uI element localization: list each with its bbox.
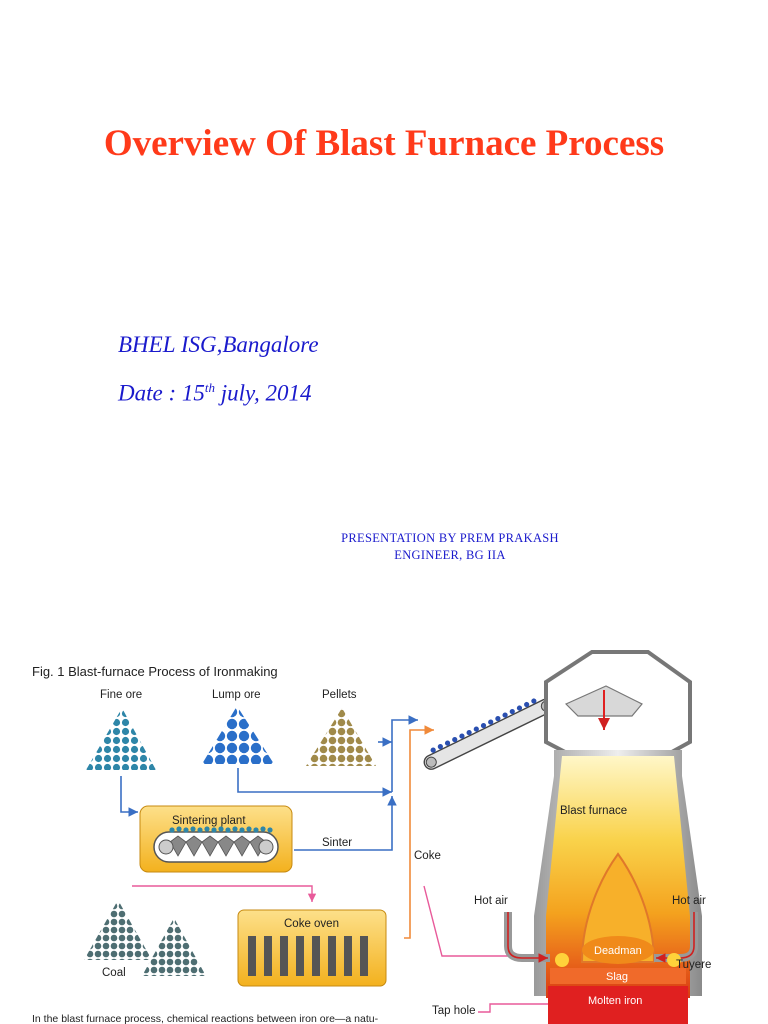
tap-hole-pointer bbox=[478, 1003, 548, 1013]
pink-flow-arrow bbox=[423, 885, 522, 961]
sintering-plant-label: Sintering plant bbox=[172, 815, 246, 827]
slag-layer bbox=[550, 968, 686, 984]
presenter-role: ENGINEER, BG IIA bbox=[394, 548, 506, 562]
presenter-name: PRESENTATION BY PREM PRAKASH bbox=[341, 531, 559, 545]
fine-ore-pile-icon bbox=[86, 708, 156, 770]
conveyor-feed-arrow bbox=[391, 715, 418, 792]
slag-label: Slag bbox=[606, 971, 628, 983]
coke-oven-chambers bbox=[248, 936, 368, 976]
tap-hole-label: Tap hole bbox=[432, 1005, 475, 1017]
deadman-zone bbox=[582, 936, 654, 964]
sinter-flow-arrow bbox=[294, 796, 397, 851]
coal-label: Coal bbox=[102, 967, 126, 979]
lump-ore-label: Lump ore bbox=[212, 689, 261, 701]
slide-title: Overview Of Blast Furnace Process bbox=[103, 123, 665, 164]
date-prefix: Date : 15 bbox=[118, 380, 205, 406]
deadman-label: Deadman bbox=[594, 945, 642, 957]
molten-iron-label: Molten iron bbox=[588, 995, 642, 1007]
organization-text: BHEL ISG,Bangalore bbox=[118, 332, 319, 357]
sinter-roller-left bbox=[158, 839, 174, 855]
hot-air-arrow-left bbox=[507, 912, 548, 963]
tuyere-flame-right bbox=[667, 953, 681, 967]
tuyere-flame-left bbox=[555, 953, 569, 967]
pellets-label: Pellets bbox=[322, 689, 357, 701]
blast-furnace-diagram: Fig. 1 Blast-furnace Process of Ironmaki… bbox=[22, 646, 734, 1024]
figure-caption: Fig. 1 Blast-furnace Process of Ironmaki… bbox=[32, 664, 278, 679]
coal-pile-icon-2 bbox=[142, 918, 206, 976]
hot-air-right-label: Hot air bbox=[672, 895, 706, 907]
coke-oven-label: Coke oven bbox=[284, 918, 339, 930]
sinter-pallet-row bbox=[169, 835, 267, 857]
sinter-material-dots bbox=[169, 826, 273, 833]
cohesive-zone bbox=[580, 852, 656, 963]
lump-ore-flow-arrow bbox=[237, 768, 392, 797]
blast-furnace-figure: Fig. 1 Blast-furnace Process of Ironmaki… bbox=[22, 646, 734, 1024]
date-text: Date : 15th july, 2014 bbox=[118, 380, 311, 407]
date-superscript: th bbox=[204, 380, 215, 395]
date-suffix: july, 2014 bbox=[215, 380, 312, 406]
coke-flow-arrow bbox=[404, 725, 434, 939]
pellets-pile-icon bbox=[306, 708, 376, 766]
blast-furnace-label: Blast furnace bbox=[560, 805, 627, 817]
hot-air-left-label: Hot air bbox=[474, 895, 508, 907]
lump-ore-pile-icon bbox=[202, 706, 274, 764]
figure-footnote: In the blast furnace process, chemical r… bbox=[32, 1013, 379, 1024]
molten-iron-pool bbox=[548, 986, 688, 1024]
presenter-block: PRESENTATION BY PREM PRAKASH ENGINEER, B… bbox=[290, 530, 610, 564]
tuyere-label: Tuyere bbox=[676, 959, 711, 971]
fine-ore-label: Fine ore bbox=[100, 689, 142, 701]
fine-ore-to-sinter-arrow bbox=[120, 776, 138, 817]
sinter-roller-right bbox=[258, 839, 274, 855]
coal-pile-icon-1 bbox=[84, 900, 152, 960]
coal-to-coke-oven-arrow bbox=[132, 885, 317, 902]
coke-label: Coke bbox=[414, 850, 441, 862]
sinter-label: Sinter bbox=[322, 837, 352, 849]
